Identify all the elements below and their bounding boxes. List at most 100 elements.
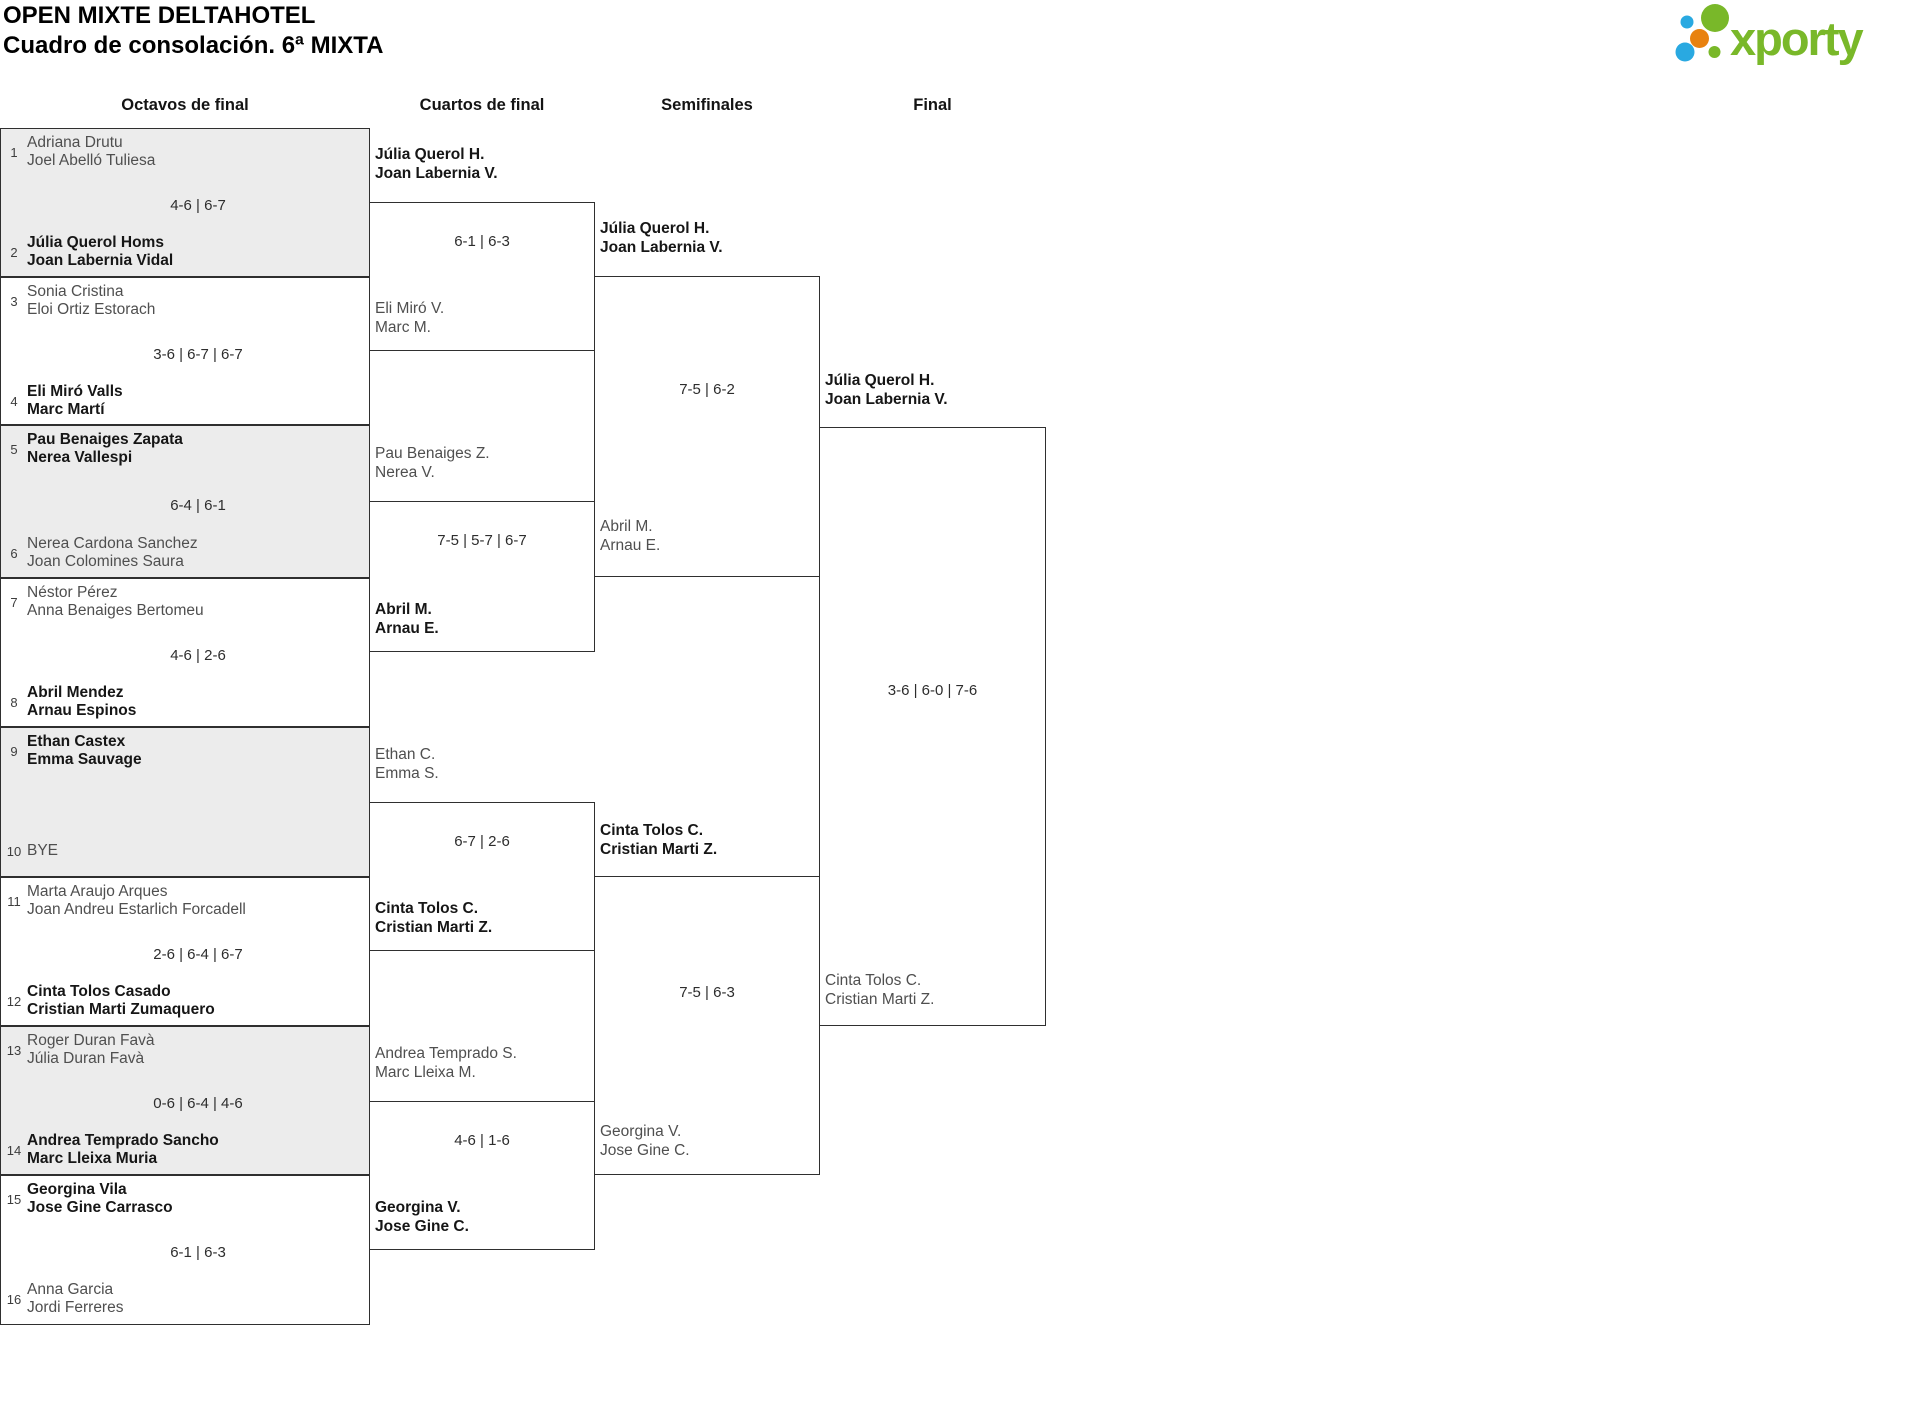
team-name: Cinta Tolos C. bbox=[375, 900, 479, 917]
team-name: Nerea Cardona Sanchez bbox=[27, 535, 198, 552]
match-score: 3-6 | 6-0 | 7-6 bbox=[887, 682, 978, 699]
team-name: Anna Benaiges Bertomeu bbox=[27, 602, 204, 619]
team-name: Nerea V. bbox=[375, 464, 435, 481]
team-name: Joan Labernia V. bbox=[600, 239, 723, 256]
team-name: Júlia Querol H. bbox=[375, 146, 485, 163]
team-name: Pau Benaiges Z. bbox=[375, 445, 490, 462]
match-score: 6-1 | 6-3 bbox=[170, 1244, 226, 1261]
team-name: Joan Labernia Vidal bbox=[27, 252, 174, 269]
page-title: OPEN MIXTE DELTAHOTEL bbox=[3, 2, 316, 29]
team-name: Cinta Tolos Casado bbox=[27, 983, 171, 1000]
team-name: Abril Mendez bbox=[27, 684, 124, 701]
qf-match-4 bbox=[369, 1101, 595, 1250]
xporty-logo: xporty bbox=[1675, 4, 1866, 65]
seed-number: 11 bbox=[7, 893, 21, 909]
team-name: Marta Araujo Arques bbox=[27, 883, 168, 900]
team-name: Joel Abelló Tuliesa bbox=[27, 152, 156, 169]
sf-match-1 bbox=[594, 276, 820, 577]
team-name: Eli Miró V. bbox=[375, 300, 445, 317]
final-match bbox=[819, 427, 1046, 1026]
match-score: 7-5 | 6-3 bbox=[679, 984, 735, 1001]
team-name: Arnau E. bbox=[600, 537, 661, 554]
advancing-team: Cinta Tolos C.Cristian Marti Z. bbox=[825, 971, 1041, 1009]
seed-number: 8 bbox=[10, 694, 18, 710]
team-name: Emma S. bbox=[375, 765, 439, 782]
team-name: Cristian Marti Z. bbox=[825, 991, 935, 1008]
team-name: Marc Lleixa M. bbox=[375, 1064, 476, 1081]
advancing-team: Júlia Querol H. Joan Labernia V. bbox=[600, 219, 816, 257]
match-score: 7-5 | 5-7 | 6-7 bbox=[437, 532, 527, 549]
match-score: 2-6 | 6-4 | 6-7 bbox=[153, 946, 243, 963]
advancing-team: Abril M. Arnau E. bbox=[375, 600, 591, 638]
match-score: 4-6 | 2-6 bbox=[170, 647, 226, 664]
team-name: Júlia Querol H. bbox=[600, 220, 710, 237]
team-name: Cristian Marti Z. bbox=[600, 841, 718, 858]
seed-number: 2 bbox=[10, 244, 18, 260]
team-name: Abril M. bbox=[375, 601, 432, 618]
match-score: 6-7 | 2-6 bbox=[454, 833, 510, 850]
team-name: Arnau Espinos bbox=[27, 702, 137, 719]
team-name: Marc M. bbox=[375, 319, 431, 336]
match-score: 7-5 | 6-2 bbox=[679, 381, 735, 398]
xporty-logo-text: xporty bbox=[1730, 12, 1864, 65]
team-entry-10: 10 BYE bbox=[1, 833, 367, 869]
round-header-cuartos: Cuartos de final bbox=[419, 96, 545, 114]
seed-number: 9 bbox=[10, 743, 18, 759]
advancing-team: Júlia Querol H. Joan Labernia V. bbox=[375, 145, 591, 183]
match-score: 0-6 | 6-4 | 4-6 bbox=[153, 1095, 243, 1112]
match-score: 4-6 | 1-6 bbox=[454, 1132, 510, 1149]
advancing-team: Ethan C.Emma S. bbox=[375, 745, 591, 783]
advancing-team: Cinta Tolos C. Cristian Marti Z. bbox=[375, 899, 591, 937]
team-name: Georgina V. bbox=[375, 1199, 461, 1216]
round-header-semifinales: Semifinales bbox=[661, 96, 753, 114]
team-name: Joan Colomines Saura bbox=[27, 553, 184, 570]
seed-number: 12 bbox=[6, 993, 22, 1009]
team-name: Nerea Vallespi bbox=[27, 449, 133, 466]
team-name: Andrea Temprado S. bbox=[375, 1045, 517, 1062]
xporty-logo-dots bbox=[1675, 4, 1729, 62]
team-name: Georgina V. bbox=[600, 1123, 682, 1140]
team-name: Joan Labernia V. bbox=[375, 165, 498, 182]
seed-number: 10 bbox=[6, 843, 22, 859]
seed-number: 6 bbox=[10, 545, 18, 561]
team-name: Sonia Cristina bbox=[27, 283, 124, 300]
seed-number: 13 bbox=[6, 1042, 22, 1058]
seed-number: 15 bbox=[6, 1191, 22, 1207]
team-name: Emma Sauvage bbox=[27, 751, 142, 768]
team-name: Ethan Castex bbox=[27, 733, 126, 750]
match-score: 4-6 | 6-7 bbox=[170, 197, 226, 214]
advancing-team: Georgina V.Jose Gine C. bbox=[600, 1122, 816, 1160]
team-name: Arnau E. bbox=[375, 620, 439, 637]
team-name: Marc Lleixa Muria bbox=[27, 1150, 158, 1167]
seed-number: 16 bbox=[6, 1291, 22, 1307]
team-name: Georgina Vila bbox=[27, 1181, 127, 1198]
seed-number: 14 bbox=[6, 1142, 22, 1158]
seed-number: 3 bbox=[10, 293, 18, 309]
seed-number: 7 bbox=[10, 594, 18, 610]
team-name: Cristian Marti Z. bbox=[375, 919, 493, 936]
team-name-bye: BYE bbox=[27, 842, 59, 859]
page-subtitle: Cuadro de consolación. 6ª MIXTA bbox=[3, 32, 384, 59]
team-name: Eli Miró Valls bbox=[27, 383, 123, 400]
advancing-team: Pau Benaiges Z. Nerea V. bbox=[375, 444, 591, 482]
team-name: Júlia Querol H. bbox=[825, 372, 935, 389]
team-name: Jose Gine C. bbox=[375, 1218, 469, 1235]
advancing-team: Abril M.Arnau E. bbox=[600, 517, 816, 555]
page-header: OPEN MIXTE DELTAHOTEL Cuadro de consolac… bbox=[3, 1, 383, 61]
team-name: Adriana Drutu bbox=[27, 134, 123, 151]
